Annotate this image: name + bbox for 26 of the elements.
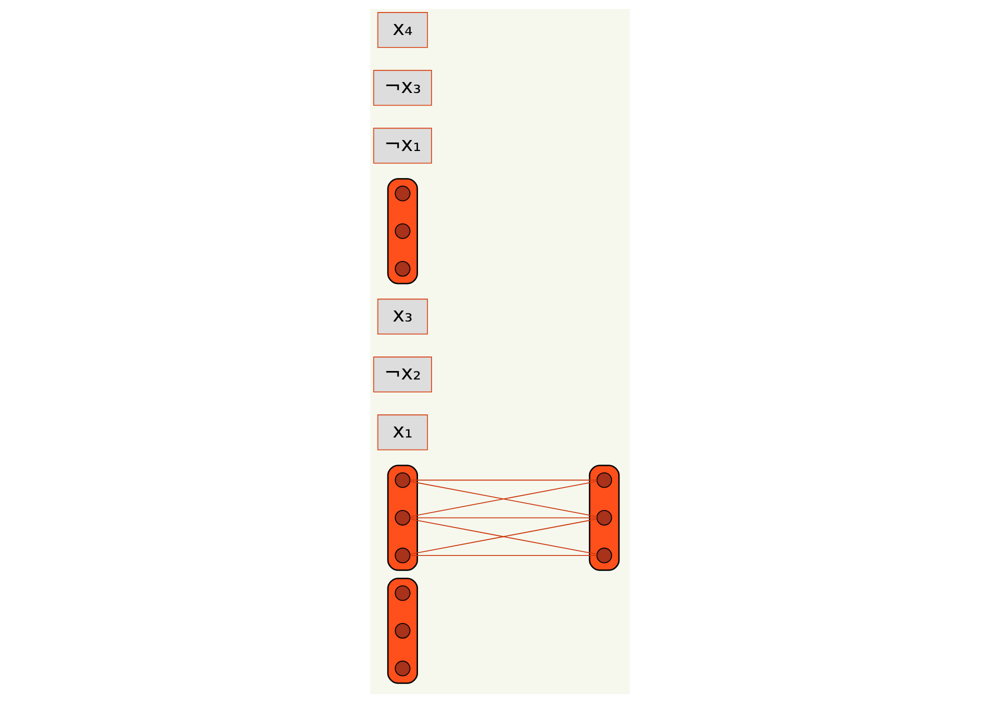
node-circle [394, 261, 410, 277]
node-circle [596, 510, 612, 526]
node-circle [596, 548, 612, 564]
node-circle [394, 186, 410, 202]
connector [410, 480, 598, 481]
node-circle [394, 585, 410, 601]
node-box: ¬x₂ [373, 356, 432, 392]
node-circle [596, 472, 612, 488]
connector [410, 518, 598, 555]
connector [410, 555, 598, 556]
node-box: x₄ [377, 12, 428, 48]
cluster [387, 464, 418, 571]
node-box: ¬x₁ [373, 128, 432, 164]
node-box: x₃ [377, 298, 428, 334]
node-circle [394, 510, 410, 526]
cluster [387, 178, 418, 284]
node-circle [394, 548, 410, 564]
cluster [588, 464, 620, 571]
node-box: ¬x₃ [373, 70, 432, 106]
cluster [387, 578, 418, 684]
node-circle [394, 223, 410, 239]
node-circle [394, 660, 410, 676]
node-circle [394, 472, 410, 488]
node-circle [394, 622, 410, 639]
connector [410, 517, 598, 518]
node-box: x₁ [377, 414, 428, 450]
